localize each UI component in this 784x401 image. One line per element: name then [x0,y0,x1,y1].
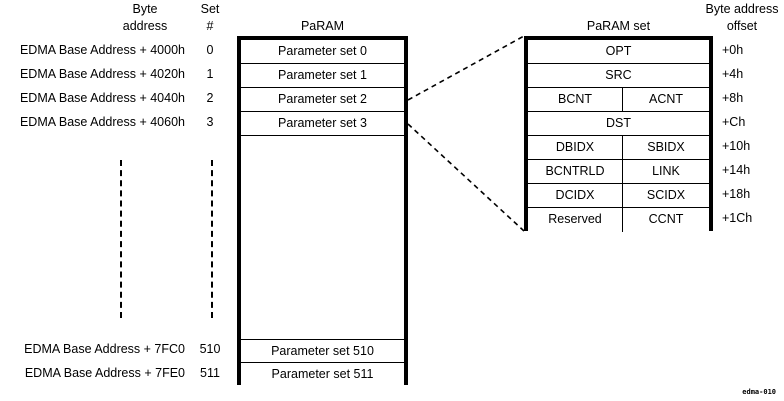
param-memory-map-box: Parameter set 0 Parameter set 1 Paramete… [237,36,408,387]
byte-address-header-line2: address [122,19,168,33]
paramset-field-src: SRC [605,68,632,82]
param-set-row: Parameter set 510 [241,339,404,363]
paramset-row-reserved-ccnt: Reserved CCNT [528,208,709,232]
byte-offset-label: +4h [722,67,744,81]
byte-offset-label: +1Ch [722,211,753,225]
paramset-row-bcnt-acnt: BCNT ACNT [528,88,709,112]
paramset-row-bcntrld-link: BCNTRLD LINK [528,160,709,184]
address-label: EDMA Base Address + 4000h [19,43,185,57]
param-set-row: Parameter set 3 [241,112,404,136]
param-set-row: Parameter set 1 [241,64,404,88]
paramset-field-reserved: Reserved [528,208,623,232]
connector-line-top [407,35,525,101]
address-label: EDMA Base Address + 4060h [19,115,185,129]
paramset-row-opt: OPT [528,40,709,64]
set-number: 3 [206,115,214,129]
figure-watermark: edma-010 [742,388,776,396]
paramset-row-src: SRC [528,64,709,88]
byte-offset-label: +18h [722,187,751,201]
paramset-field-sbidx: SBIDX [647,140,685,154]
byte-offset-header-line1: Byte address [705,2,779,16]
byte-offset-label: +10h [722,139,751,153]
paramset-title: PaRAM set [586,19,651,33]
address-column-ellipsis-icon [120,160,122,318]
address-label: EDMA Base Address + 4020h [19,67,185,81]
paramset-field-dcidx: DCIDX [528,184,623,207]
paramset-field-opt: OPT [605,44,632,58]
byte-address-header-line1: Byte [132,2,158,16]
paramset-field-bcnt: BCNT [528,88,623,111]
param-set-row: Parameter set 511 [241,363,404,387]
set-number-header-line2: # [206,19,214,33]
paramset-field-bcntrld: BCNTRLD [528,160,623,183]
address-label: EDMA Base Address + 7FE0 [24,366,185,380]
set-number: 2 [206,91,214,105]
param-set-row: Parameter set 0 [241,40,404,64]
paramset-detail-box: OPT SRC BCNT ACNT DST DBIDX SBIDX BCNTRL… [524,36,713,232]
byte-offset-header-line2: offset [726,19,758,33]
byte-offset-label: +14h [722,163,751,177]
set-number: 0 [206,43,214,57]
set-number-header-line1: Set [200,2,220,16]
byte-offset-label: +8h [722,91,744,105]
paramset-row-dbidx-sbidx: DBIDX SBIDX [528,136,709,160]
set-number: 510 [199,342,221,356]
set-number: 1 [206,67,214,81]
connector-line-bottom [407,123,525,232]
paramset-field-scidx: SCIDX [646,188,686,202]
paramset-field-link: LINK [652,164,680,178]
byte-offset-label: +Ch [722,115,746,129]
param-title: PaRAM [300,19,345,33]
byte-offset-label: +0h [722,43,744,57]
param-set-row: Parameter set 2 [241,88,404,112]
paramset-field-dst: DST [606,116,631,130]
param-set-gap [241,136,404,339]
paramset-field-ccnt: CCNT [648,212,684,226]
set-number: 511 [200,366,220,380]
paramset-row-dcidx-scidx: DCIDX SCIDX [528,184,709,208]
address-label: EDMA Base Address + 7FC0 [24,342,185,356]
paramset-row-dst: DST [528,112,709,136]
paramset-field-acnt: ACNT [648,92,684,106]
set-column-ellipsis-icon [211,160,213,318]
address-label: EDMA Base Address + 4040h [19,91,185,105]
paramset-field-dbidx: DBIDX [528,136,623,159]
